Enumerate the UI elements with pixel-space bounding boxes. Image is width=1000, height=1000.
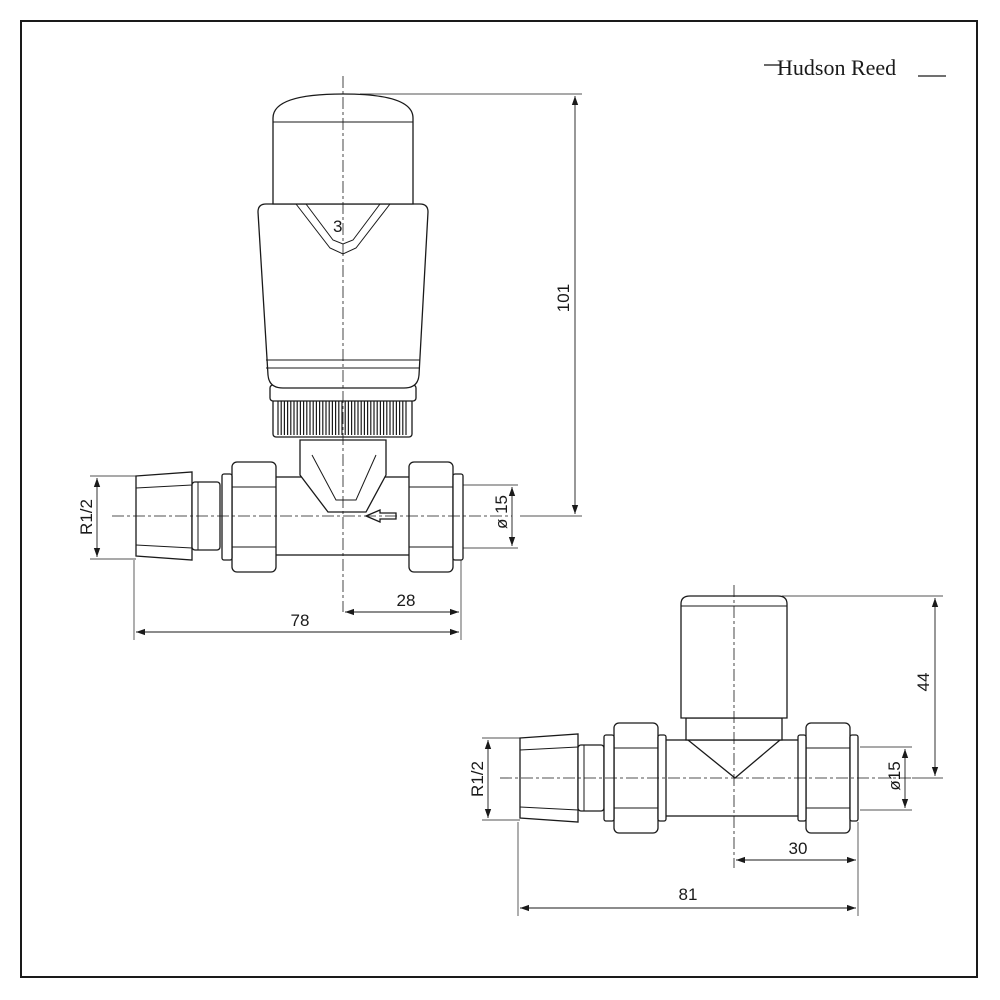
compact-dim-offset: 30 — [789, 839, 808, 858]
compact-dim-height: 44 — [914, 673, 933, 692]
dim-offset: 28 — [397, 591, 416, 610]
compact-dim-pipe-diameter: ø15 — [885, 761, 904, 790]
compact-dim-thread: R1/2 — [468, 761, 487, 797]
dim-height-101: 101 — [554, 284, 573, 312]
dim-overall-width: 78 — [291, 611, 310, 630]
drawing-frame — [20, 20, 978, 978]
dim-thread: R1/2 — [77, 499, 96, 535]
thermostatic-valve-dimensions: 101 ø 15 R1/2 28 78 — [77, 93, 582, 640]
compact-valve-drawing — [500, 585, 912, 868]
compact-valve-dimensions: 44 ø15 R1/2 30 81 — [468, 595, 943, 916]
left-hex-nut — [231, 461, 277, 573]
compact-dim-overall-width: 81 — [679, 885, 698, 904]
right-hex-nut — [408, 461, 454, 573]
thermostatic-valve-drawing: 3 — [112, 76, 512, 612]
head-marking: 3 — [333, 217, 342, 236]
brand-logo: Hudson Reed — [764, 55, 946, 80]
dim-pipe-diameter: ø 15 — [492, 495, 511, 529]
brand-name: Hudson Reed — [777, 55, 896, 80]
